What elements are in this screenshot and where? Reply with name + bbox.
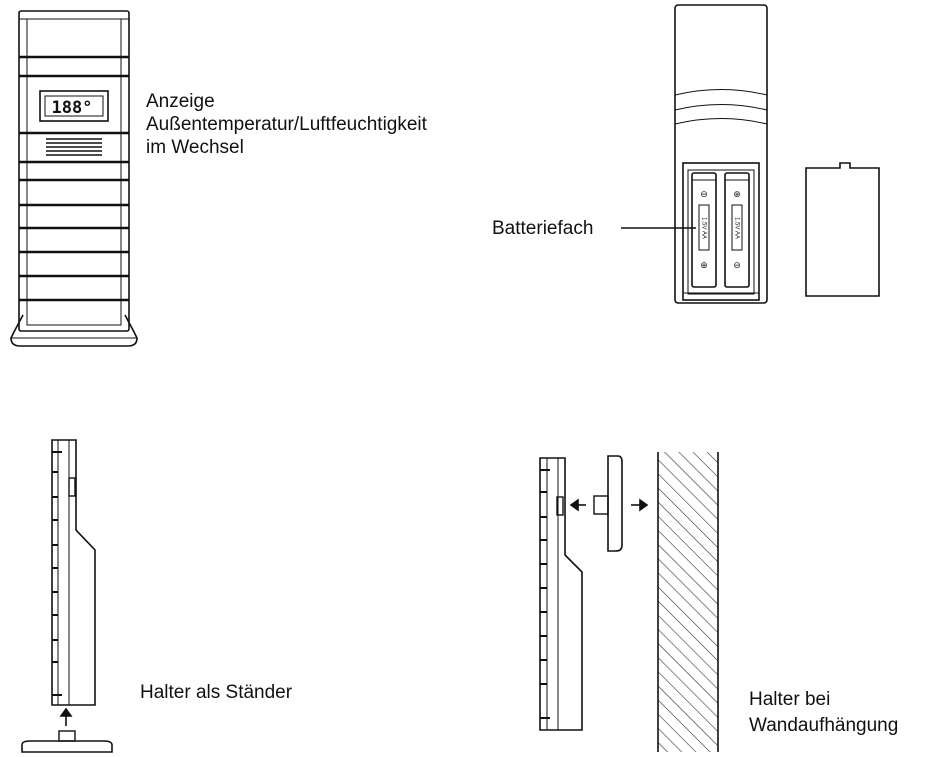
battery-cell-left [691, 172, 717, 288]
vent-slots [46, 138, 102, 156]
display-label-line3: im Wechsel [146, 137, 244, 158]
stand-label: Halter als Ständer [140, 682, 293, 703]
display-label-line1: Anzeige [146, 91, 215, 112]
sensor-side-view-wall [539, 457, 583, 731]
insert-stand-arrow [59, 707, 73, 726]
sensor-base [10, 314, 138, 347]
sensor-back-view: ⊖ 1.5V AA ⊕ ⊕ 1.5V AA ⊖ [621, 4, 768, 304]
display-label: Anzeige Außentemperatur/Luftfeuchtigkeit… [146, 90, 427, 159]
sensor-side-view-stand [21, 439, 113, 753]
battery-right-cell-text: 1.5V AA [733, 217, 739, 239]
battery-right-plus-mark: ⊕ [733, 189, 741, 199]
wall-mount-label: Halter bei Wandaufhängung [749, 687, 898, 739]
battery-compartment-label: Batteriefach [492, 218, 594, 239]
lcd-readout: 188° [52, 98, 93, 118]
battery-left-cell-text: 1.5V AA [700, 217, 706, 239]
wall-bracket [593, 455, 623, 552]
wall-mount-label-line1: Halter bei [749, 689, 831, 710]
wall-mount-label-line2: Wandaufhängung [749, 715, 899, 736]
battery-cover [805, 162, 880, 297]
battery-compartment: ⊖ 1.5V AA ⊕ ⊕ 1.5V AA ⊖ [682, 162, 760, 301]
wall-side-ribs [540, 469, 550, 719]
battery-left-minus-mark: ⊖ [700, 189, 708, 199]
stand-base [21, 730, 113, 753]
lcd-display: 188° [39, 90, 109, 122]
battery-left-plus-mark: ⊕ [700, 260, 708, 270]
side-ribs-left [52, 451, 62, 696]
display-label-line2: Außentemperatur/Luftfeuchtigkeit [146, 114, 427, 135]
bracket-arrows [569, 498, 649, 512]
battery-right-minus-mark: ⊖ [733, 260, 741, 270]
wall-hatched [657, 452, 719, 752]
battery-cell-right [724, 172, 750, 288]
sensor-front-view: 188° [10, 10, 138, 347]
sensor-ribs [19, 55, 129, 302]
